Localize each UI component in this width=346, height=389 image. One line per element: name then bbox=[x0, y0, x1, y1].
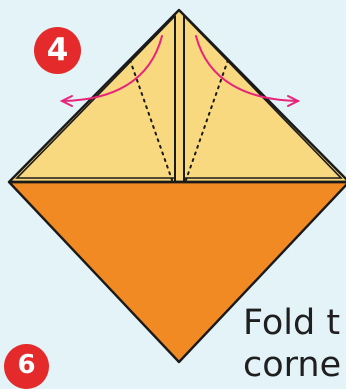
step-number: 4 bbox=[47, 32, 69, 68]
instruction-line-2: corne bbox=[243, 344, 341, 386]
next-step-number-badge: 6 bbox=[4, 344, 49, 389]
step-number-badge: 4 bbox=[34, 27, 81, 74]
instruction-line-1: Fold t bbox=[243, 302, 341, 344]
next-step-number: 6 bbox=[17, 350, 35, 380]
instruction-text: Fold t corne bbox=[243, 302, 341, 386]
